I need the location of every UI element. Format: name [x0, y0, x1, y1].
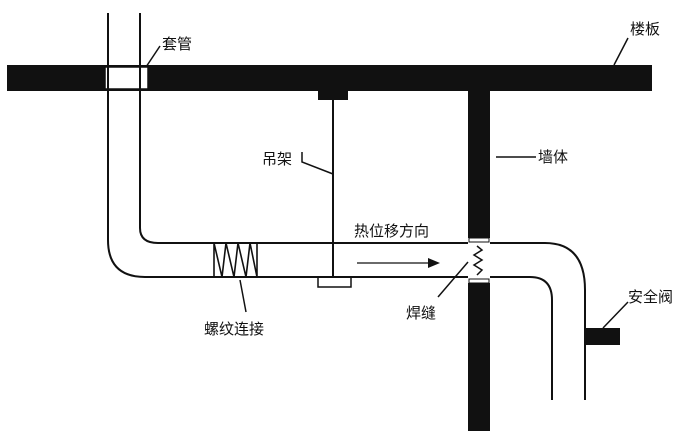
label-wall: 墙体 — [538, 148, 569, 166]
label-thermal-displacement: 热位移方向 — [354, 222, 430, 240]
pipe-outer-wall — [107, 13, 553, 400]
floor-slab — [7, 65, 652, 91]
label-safety-valve: 安全阀 — [628, 288, 674, 306]
wall-opening — [466, 238, 492, 283]
hanger-clamp — [317, 276, 352, 288]
weld-leader — [437, 261, 469, 298]
thread-leader — [239, 279, 247, 313]
weld-seam — [472, 245, 484, 276]
label-weld: 焊缝 — [406, 304, 437, 322]
wall-seal-bottom — [468, 278, 490, 284]
label-threaded-connection: 螺纹连接 — [204, 320, 265, 338]
hanger-mount — [318, 91, 348, 100]
threaded-coil — [213, 242, 258, 278]
safety-valve — [585, 328, 620, 345]
label-hanger: 吊架 — [262, 150, 293, 168]
valve-leader — [602, 301, 629, 329]
pipe-inner-wall — [139, 13, 586, 400]
hanger-leader — [301, 152, 334, 175]
sleeve — [104, 66, 149, 90]
floor-leader — [613, 37, 629, 66]
label-sleeve: 套管 — [162, 35, 193, 53]
arrow-head-icon — [428, 258, 440, 268]
wall-seal-top — [468, 237, 490, 243]
label-floor-slab: 楼板 — [630, 20, 661, 38]
sleeve-leader — [145, 45, 161, 68]
